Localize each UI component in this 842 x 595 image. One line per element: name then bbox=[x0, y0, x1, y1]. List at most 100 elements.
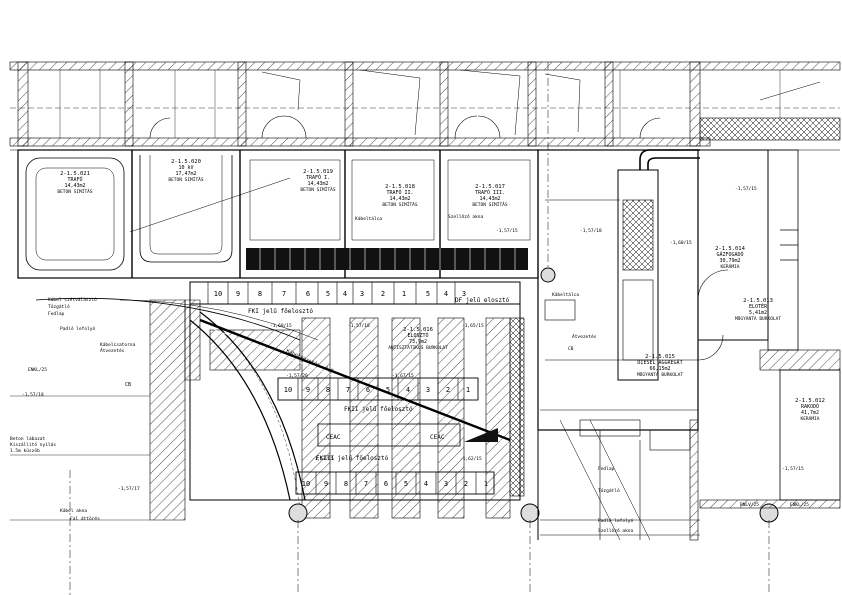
note-ceac-right: CEAC bbox=[430, 434, 445, 441]
svg-text:1.5m küszöb: 1.5m küszöb bbox=[10, 448, 40, 454]
label-fki-cabinet: FKI jelű főelosztó bbox=[248, 308, 313, 315]
svg-text:Fal áttörés: Fal áttörés bbox=[70, 515, 100, 522]
svg-text:MŰGYANTA BURKOLAT: MŰGYANTA BURKOLAT bbox=[637, 371, 683, 378]
svg-text:14,43m2: 14,43m2 bbox=[389, 196, 410, 202]
svg-text:30,79m2: 30,79m2 bbox=[719, 258, 740, 264]
svg-text:-1,57/18: -1,57/18 bbox=[22, 392, 44, 398]
svg-text:Padló lefolyó: Padló lefolyó bbox=[60, 325, 96, 332]
note-right-fedlap: Fedlap bbox=[598, 466, 615, 472]
level-tag-2: -1,60/15 bbox=[270, 323, 292, 329]
level-tag-1: -1,57/15 bbox=[496, 228, 518, 234]
level-tag-3: -1,57/18 bbox=[348, 323, 370, 329]
cell-5b-top: 5 bbox=[426, 290, 430, 298]
note-kabeltalca: Kábeltálca bbox=[355, 215, 382, 222]
note-szellozo: Szellőző akna bbox=[448, 214, 484, 220]
cell-7-bot: 7 bbox=[364, 480, 368, 488]
hatched-structure bbox=[149, 299, 525, 521]
svg-text:66,15m2: 66,15m2 bbox=[649, 366, 670, 372]
cell-3-top: 3 bbox=[360, 290, 364, 298]
cell-5-bot: 5 bbox=[404, 480, 408, 488]
svg-text:41,7m2: 41,7m2 bbox=[801, 410, 819, 416]
level-tag-4: -1,65/15 bbox=[462, 323, 484, 329]
svg-text:KERÁMIA: KERÁMIA bbox=[721, 263, 740, 270]
svg-text:-1,57/17: -1,57/17 bbox=[118, 486, 140, 492]
svg-text:KERÁMIA: KERÁMIA bbox=[801, 415, 820, 422]
label-room-015: 2-1.5.015 DIESEL AGGREGÁT 66,15m2 MŰGYAN… bbox=[637, 354, 683, 378]
svg-text:14,43m2: 14,43m2 bbox=[479, 196, 500, 202]
label-room-016: 2-1.5.016 ELOSZTÓ 73,9m2 ANTISZTATIKUS B… bbox=[388, 327, 448, 351]
grid-markers bbox=[69, 62, 779, 595]
note-ceac-left: CEAC bbox=[326, 434, 341, 441]
svg-text:2-1.5.018: 2-1.5.018 bbox=[385, 184, 415, 190]
svg-text:Átvezetés: Átvezetés bbox=[100, 347, 125, 354]
cell-10-bot: 10 bbox=[302, 480, 310, 488]
left-annotations: Kábel szétválasztó Tűzgátló Fedlap Padló… bbox=[10, 296, 150, 522]
level-tag-7: -1,57/15 bbox=[312, 456, 334, 462]
cell-6-mid: 6 bbox=[366, 386, 370, 394]
cell-9-bot: 9 bbox=[324, 480, 328, 488]
note-right-szellozo: Szellőző akna bbox=[598, 528, 634, 534]
svg-text:DIESEL AGGREGÁT: DIESEL AGGREGÁT bbox=[637, 359, 682, 366]
svg-text:14,43m2: 14,43m2 bbox=[64, 183, 85, 189]
svg-text:2-1.5.012: 2-1.5.012 bbox=[795, 398, 825, 404]
svg-text:Beton lábazat: Beton lábazat bbox=[10, 435, 46, 442]
svg-text:2-1.5.017: 2-1.5.017 bbox=[475, 184, 505, 190]
cell-2-top: 2 bbox=[381, 290, 385, 298]
cell-5-top: 5 bbox=[326, 290, 330, 298]
svg-text:GÁZFOGADÓ: GÁZFOGADÓ bbox=[716, 251, 743, 258]
outer-wall-top bbox=[9, 61, 841, 151]
cell-4-top: 4 bbox=[343, 290, 347, 298]
cell-3b-top: 3 bbox=[462, 290, 466, 298]
note-bnlv: BNLV/25 bbox=[740, 502, 759, 508]
svg-text:ELOTÉR: ELOTÉR bbox=[749, 302, 768, 310]
svg-text:TRAFÓ III.: TRAFÓ III. bbox=[475, 189, 505, 196]
svg-text:2-1.5.015: 2-1.5.015 bbox=[645, 354, 675, 360]
svg-text:CB: CB bbox=[125, 382, 131, 388]
diesel-gas-block bbox=[537, 149, 841, 541]
distribution-room: 10 9 8 7 6 5 4 3 2 1 CEAC CEAC 10 9 8 7 … bbox=[189, 303, 521, 501]
label-room-020: 2-1.5.020 10 kV 17,47m2 BETON SIMÍTÁS bbox=[168, 159, 204, 183]
cell-4-bot: 4 bbox=[424, 480, 428, 488]
note-right-tuzgatlo: Tűzgátló bbox=[598, 487, 620, 494]
cell-1-mid: 1 bbox=[466, 386, 470, 394]
cell-4b-top: 4 bbox=[444, 290, 448, 298]
svg-text:73,9m2: 73,9m2 bbox=[409, 339, 427, 345]
svg-text:BETON SIMÍTÁS: BETON SIMÍTÁS bbox=[168, 175, 204, 183]
level-tag-right-3: -1,57/18 bbox=[580, 228, 602, 234]
svg-text:Fedlap: Fedlap bbox=[48, 311, 65, 317]
cell-5-mid: 5 bbox=[386, 386, 390, 394]
cell-7-top: 7 bbox=[282, 290, 286, 298]
cell-6-bot: 6 bbox=[384, 480, 388, 488]
cell-7-mid: 7 bbox=[346, 386, 350, 394]
svg-text:2-1.5.021: 2-1.5.021 bbox=[60, 171, 90, 177]
svg-text:Tűzgátló: Tűzgátló bbox=[48, 303, 70, 310]
label-room-017: 2-1.5.017 TRAFÓ III. 14,43m2 BETON SIMÍT… bbox=[472, 184, 508, 208]
svg-text:14,43m2: 14,43m2 bbox=[307, 181, 328, 187]
note-right-lefolyo: Padló lefolyó bbox=[598, 517, 634, 524]
level-tag-right-2: -1,60/15 bbox=[670, 240, 692, 246]
cell-10-mid: 10 bbox=[284, 386, 292, 394]
label-fkiii-cabinet: FKIII jelű főelosztó bbox=[316, 455, 389, 462]
svg-text:BETON SIMÍTÁS: BETON SIMÍTÁS bbox=[300, 185, 336, 193]
label-room-012: 2-1.5.012 RAKODÓ 41,7m2 KERÁMIA bbox=[795, 398, 825, 422]
svg-text:2-1.5.016: 2-1.5.016 bbox=[403, 327, 433, 333]
note-right-kabeltalca: Kábeltálca bbox=[552, 291, 579, 298]
cell-8-top: 8 bbox=[258, 290, 262, 298]
svg-text:TRAFÓ I.: TRAFÓ I. bbox=[306, 174, 330, 181]
svg-text:ENKL/25: ENKL/25 bbox=[28, 367, 47, 373]
label-df-cabinet: DF jelű elosztó bbox=[455, 297, 510, 304]
level-tag-8: -1,62/15 bbox=[460, 456, 482, 462]
cell-2-bot: 2 bbox=[464, 480, 468, 488]
svg-text:TRAFÓ: TRAFÓ bbox=[67, 176, 82, 183]
cell-2-mid: 2 bbox=[446, 386, 450, 394]
svg-text:BETON SIMÍTÁS: BETON SIMÍTÁS bbox=[472, 200, 508, 208]
svg-text:RAKODÓ: RAKODÓ bbox=[801, 403, 819, 410]
svg-text:BETON SIMÍTÁS: BETON SIMÍTÁS bbox=[382, 200, 418, 208]
svg-text:2-1.5.020: 2-1.5.020 bbox=[171, 159, 201, 165]
svg-text:2-1.5.019: 2-1.5.019 bbox=[303, 169, 333, 175]
cell-8-bot: 8 bbox=[344, 480, 348, 488]
label-room-019: 2-1.5.019 TRAFÓ I. 14,43m2 BETON SIMÍTÁS bbox=[300, 169, 336, 193]
svg-text:TRAFÓ II.: TRAFÓ II. bbox=[386, 189, 413, 196]
svg-text:17,47m2: 17,47m2 bbox=[175, 171, 196, 177]
